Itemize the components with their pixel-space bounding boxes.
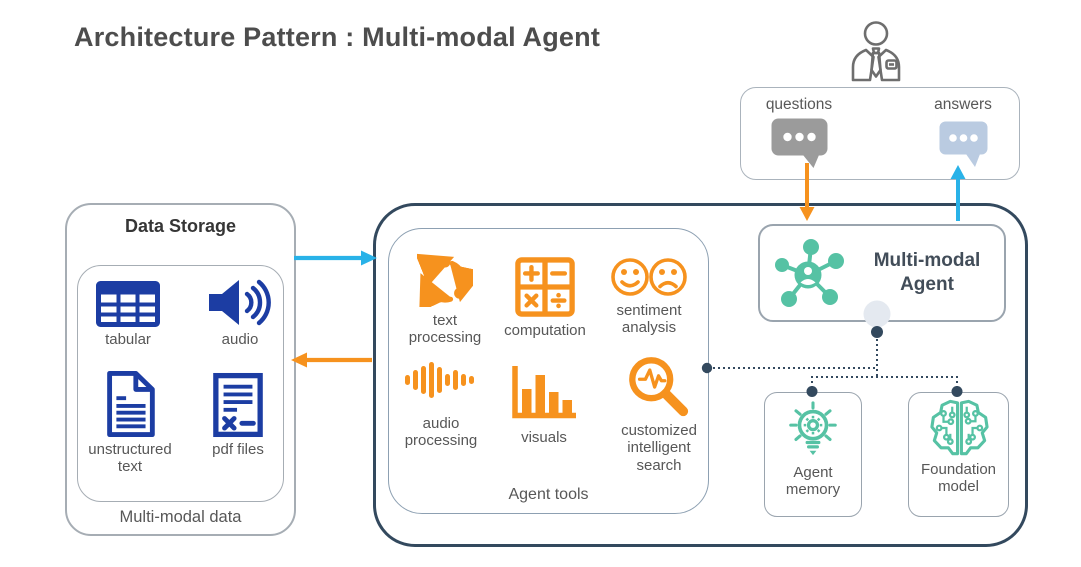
- bar-chart-icon: [512, 366, 576, 419]
- agent-tools-panel: text processing computation: [388, 228, 709, 514]
- storage-item-unstructured-text: unstructured text: [82, 370, 178, 475]
- storage-item-label: audio: [221, 331, 259, 348]
- agent-memory-node: Agent memory: [764, 392, 862, 517]
- storage-item-label: tabular: [105, 331, 151, 348]
- questions-bubble-icon: [771, 118, 827, 168]
- tool-label: computation: [504, 322, 586, 339]
- answers-bubble-icon: [939, 121, 987, 167]
- foundation-model-node: Foundation model: [908, 392, 1009, 517]
- tool-label: audio processing: [404, 415, 478, 450]
- questions-label: questions: [765, 96, 833, 113]
- answers-label: answers: [934, 96, 992, 113]
- tool-label: customized intelligent search: [621, 422, 697, 474]
- tool-label: visuals: [521, 429, 567, 446]
- cycle-arrows-icon: [417, 253, 473, 307]
- qa-panel: questions answers: [740, 87, 1020, 180]
- data-storage-caption: Multi-modal data: [119, 508, 242, 526]
- tool-label: text processing: [408, 312, 482, 347]
- pdf-document-icon: [213, 372, 263, 438]
- smiley-faces-icon: [611, 258, 687, 296]
- storage-item-label: unstructured text: [88, 441, 172, 475]
- lightbulb-gear-icon: [789, 401, 837, 456]
- search-pulse-icon: [629, 357, 689, 417]
- tool-customized-intelligent-search: customized intelligent search: [614, 355, 704, 474]
- tool-audio-processing: audio processing: [397, 361, 485, 450]
- tool-text-processing: text processing: [401, 251, 489, 347]
- foundation-model-label: Foundation model: [920, 461, 997, 496]
- storage-item-tabular: tabular: [86, 280, 170, 349]
- calculator-icon: [515, 257, 575, 317]
- storage-item-pdf-files: pdf files: [194, 372, 282, 459]
- agent-tools-caption: Agent tools: [508, 486, 589, 503]
- storage-item-audio: audio: [198, 277, 282, 349]
- multi-modal-agent-node: Multi-modal Agent: [758, 224, 1006, 322]
- network-hub-icon: [775, 239, 844, 307]
- page-title: Architecture Pattern : Multi-modal Agent: [74, 22, 601, 52]
- questions-item: questions: [753, 96, 845, 168]
- answers-item: answers: [919, 96, 1007, 167]
- speaker-icon: [209, 279, 271, 326]
- storage-to-agent-arrow: [294, 250, 377, 266]
- user-person-icon: [851, 21, 901, 82]
- storage-item-label: pdf files: [212, 441, 264, 458]
- data-storage-panel: Data Storage tabular: [65, 203, 296, 536]
- data-storage-title: Data Storage: [124, 216, 237, 236]
- waveform-icon: [405, 362, 474, 398]
- agent-to-storage-arrow: [291, 352, 372, 368]
- agent-memory-label: Agent memory: [785, 464, 841, 499]
- document-icon: [107, 370, 155, 438]
- data-storage-items: tabular audio: [77, 265, 284, 502]
- table-icon: [96, 281, 160, 327]
- tool-visuals: visuals: [500, 363, 588, 446]
- tool-sentiment-analysis: sentiment analysis: [605, 257, 693, 337]
- tool-label: sentiment analysis: [616, 302, 682, 337]
- multi-modal-agent-label: Multi-modal Agent: [873, 250, 981, 295]
- tool-computation: computation: [501, 257, 589, 339]
- circuit-brain-icon: [929, 399, 989, 456]
